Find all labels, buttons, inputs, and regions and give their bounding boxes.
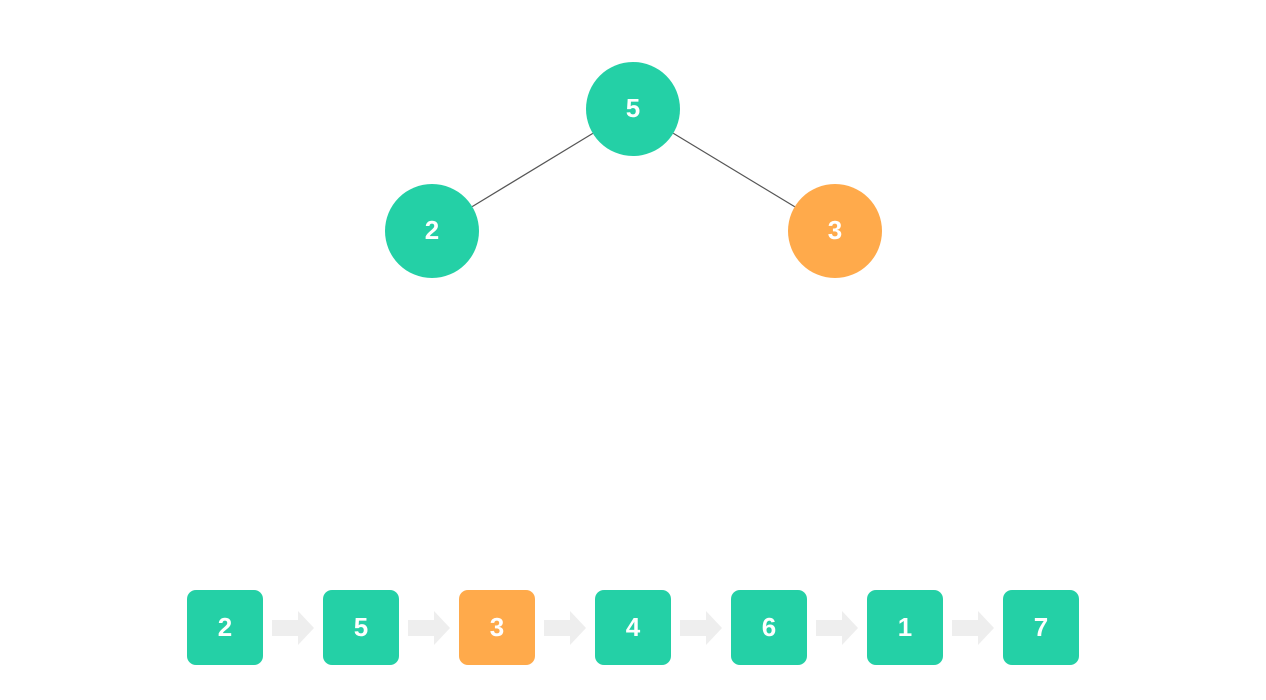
tree-edges <box>471 132 796 208</box>
tree-edge-root-left <box>471 132 594 208</box>
tree-nodes: 5 2 3 <box>385 62 882 278</box>
arrow-right-icon <box>263 590 323 665</box>
tree-node-label: 3 <box>828 215 842 245</box>
tree-node-circle <box>788 184 882 278</box>
arrow-right-icon <box>943 590 1003 665</box>
array-cell: 7 <box>1003 590 1079 665</box>
array-cell: 2 <box>187 590 263 665</box>
array-cell: 6 <box>731 590 807 665</box>
tree-node-left: 2 <box>385 184 479 278</box>
tree-edge-root-right <box>672 132 796 208</box>
array-cell: 1 <box>867 590 943 665</box>
tree-node-label: 5 <box>626 93 640 123</box>
arrow-right-icon <box>671 590 731 665</box>
array-cell: 3 <box>459 590 535 665</box>
arrow-right-icon <box>535 590 595 665</box>
tree-node-circle <box>385 184 479 278</box>
array-cell: 4 <box>595 590 671 665</box>
tree-node-label: 2 <box>425 215 439 245</box>
tree-node-root: 5 <box>586 62 680 156</box>
tree-node-circle <box>586 62 680 156</box>
arrow-right-icon <box>807 590 867 665</box>
tree-node-right: 3 <box>788 184 882 278</box>
array-cell: 5 <box>323 590 399 665</box>
arrow-right-icon <box>399 590 459 665</box>
